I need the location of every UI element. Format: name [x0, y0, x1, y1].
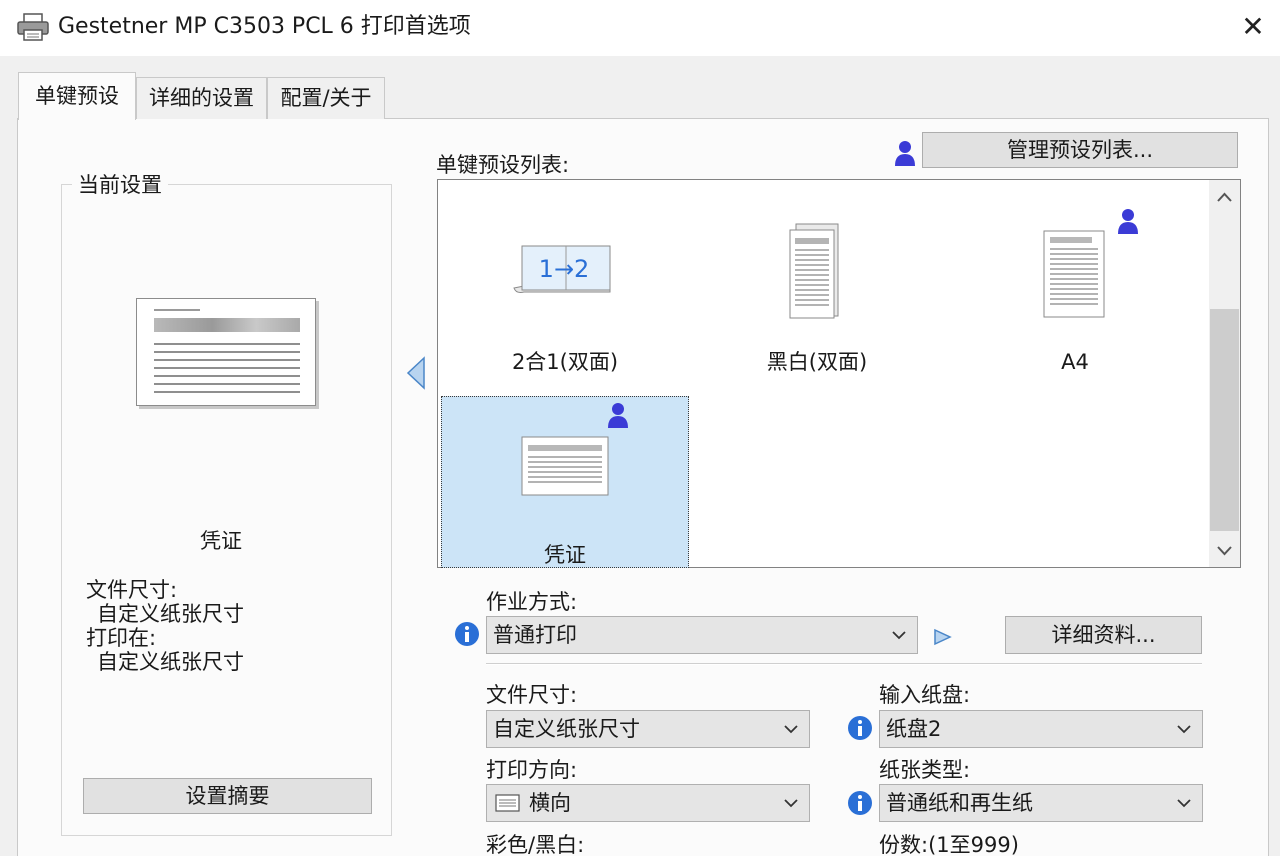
current-preview-page	[136, 298, 316, 406]
doc-size-summary-value: 自定义纸张尺寸	[97, 602, 244, 626]
chevron-down-icon	[1177, 725, 1191, 734]
chevron-down-icon	[1177, 799, 1191, 808]
doc-size-dropdown[interactable]: 自定义纸张尺寸	[486, 710, 810, 748]
play-arrow-icon	[934, 628, 952, 646]
chevron-down-icon	[892, 631, 906, 640]
preset-item-label: A4	[1061, 350, 1089, 374]
scroll-up-arrow-icon[interactable]	[1209, 184, 1240, 212]
current-settings-group	[61, 184, 392, 836]
bw-duplex-icon	[789, 223, 839, 319]
print-on-summary-value: 自定义纸张尺寸	[97, 650, 244, 674]
voucher-page-icon	[521, 436, 609, 496]
manage-preset-list-button[interactable]: 管理预设列表...	[922, 132, 1238, 168]
print-on-summary-label: 打印在:	[86, 626, 157, 650]
tab-detailed-settings[interactable]: 详细的设置	[136, 77, 267, 119]
paper-type-dropdown[interactable]: 普通纸和再生纸	[879, 784, 1203, 822]
two-in-one-duplex-icon: 1→2	[513, 245, 611, 293]
input-tray-label: 输入纸盘:	[879, 683, 971, 707]
paper-type-label: 纸张类型:	[879, 758, 971, 782]
close-button[interactable]: ✕	[1241, 10, 1265, 43]
orientation-dropdown[interactable]: 横向	[486, 784, 810, 822]
tab-one-click-presets[interactable]: 单键预设	[18, 72, 136, 120]
two-in-one-icon-text: 1→2	[539, 255, 590, 283]
current-preset-name: 凭证	[200, 529, 242, 553]
job-type-label: 作业方式:	[486, 590, 578, 614]
copies-label: 份数:(1至999)	[879, 833, 1019, 856]
tab-config-about[interactable]: 配置/关于	[267, 77, 385, 119]
preset-item-label: 凭证	[544, 543, 586, 567]
job-type-value: 普通打印	[493, 623, 577, 647]
scroll-down-arrow-icon[interactable]	[1209, 536, 1240, 564]
doc-size-value: 自定义纸张尺寸	[493, 717, 640, 741]
details-button[interactable]: 详细资料...	[1005, 616, 1202, 654]
landscape-page-icon	[495, 794, 520, 812]
chevron-down-icon	[784, 725, 798, 734]
info-icon[interactable]	[454, 621, 480, 647]
info-icon[interactable]	[847, 790, 873, 816]
current-settings-legend: 当前设置	[72, 170, 168, 200]
chevron-down-icon	[784, 799, 798, 808]
a4-page-icon	[1043, 230, 1105, 318]
preset-list-label: 单键预设列表:	[436, 153, 570, 177]
settings-summary-button[interactable]: 设置摘要	[83, 778, 372, 814]
orientation-value: 横向	[529, 791, 571, 815]
user-icon	[608, 403, 628, 428]
title-bar	[0, 0, 1280, 56]
doc-size-label: 文件尺寸:	[486, 683, 578, 707]
input-tray-value: 纸盘2	[886, 717, 942, 741]
color-mode-label: 彩色/黑白:	[486, 833, 585, 856]
scroll-left-arrow-icon[interactable]	[406, 356, 426, 390]
separator	[486, 663, 1202, 665]
printer-icon	[17, 13, 49, 41]
user-icon	[1118, 209, 1138, 234]
user-icon	[895, 141, 915, 166]
preset-item-label: 黑白(双面)	[766, 350, 868, 374]
window-title: Gestetner MP C3503 PCL 6 打印首选项	[58, 14, 471, 39]
info-icon[interactable]	[847, 715, 873, 741]
input-tray-dropdown[interactable]: 纸盘2	[879, 710, 1203, 748]
doc-size-summary-label: 文件尺寸:	[86, 578, 178, 602]
paper-type-value: 普通纸和再生纸	[886, 791, 1033, 815]
job-type-dropdown[interactable]: 普通打印	[486, 616, 918, 654]
preset-item-label: 2合1(双面)	[511, 350, 619, 374]
orientation-label: 打印方向:	[486, 758, 578, 782]
scrollbar-thumb[interactable]	[1210, 309, 1239, 531]
